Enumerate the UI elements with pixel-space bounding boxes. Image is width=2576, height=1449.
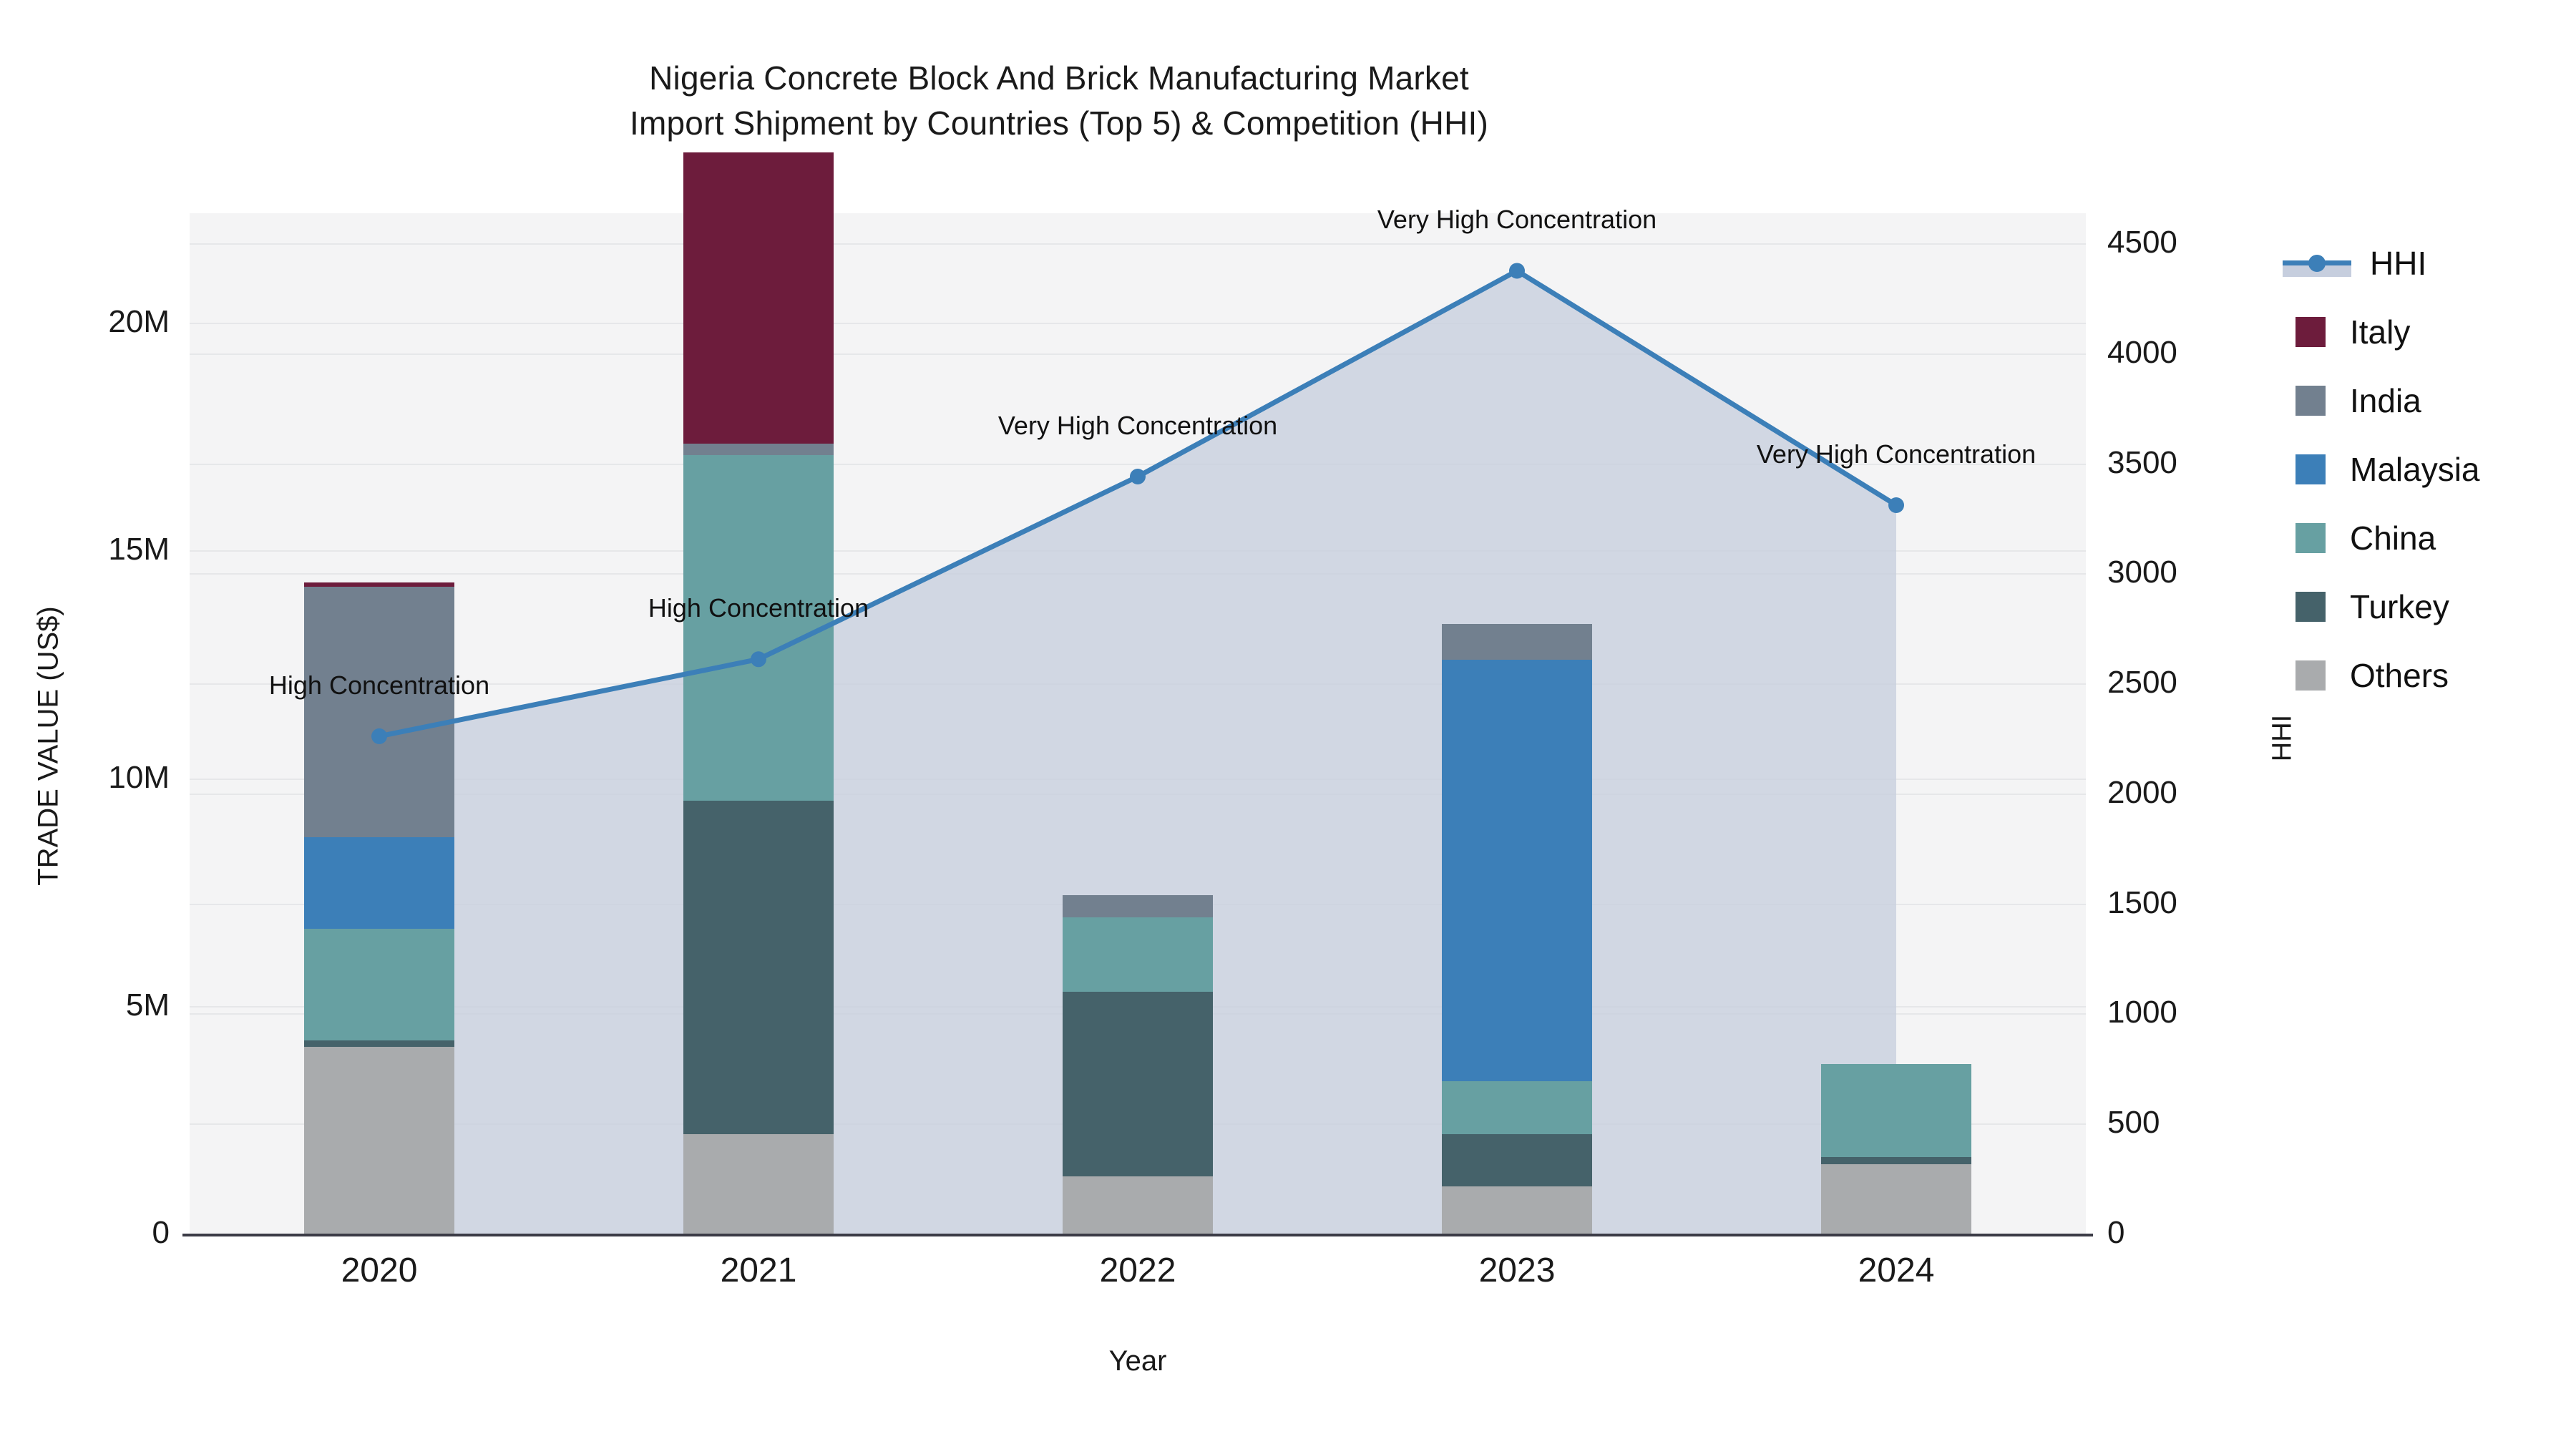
- bar-segment[interactable]: [683, 443, 834, 455]
- secondary-y-axis-tick-label: 1500: [2107, 884, 2177, 920]
- bar-segment[interactable]: [1821, 1164, 1971, 1234]
- y-axis-label: TRADE VALUE (US$): [32, 606, 64, 886]
- legend-item[interactable]: Malaysia: [2283, 435, 2569, 504]
- legend-item[interactable]: Others: [2283, 641, 2569, 710]
- x-axis-line: [182, 1234, 2093, 1236]
- legend-item[interactable]: China: [2283, 504, 2569, 572]
- hhi-annotation: Very High Concentration: [1756, 439, 2036, 469]
- legend-item-label: Others: [2350, 657, 2449, 694]
- legend-item-label: Turkey: [2350, 588, 2449, 625]
- legend-color-swatch: [2296, 592, 2326, 622]
- chart-title-line-1: Nigeria Concrete Block And Brick Manufac…: [649, 59, 1469, 97]
- bar-segment[interactable]: [683, 801, 834, 1134]
- legend-line-marker-icon: [2283, 248, 2351, 278]
- legend-item[interactable]: HHI: [2283, 229, 2569, 298]
- bar-group[interactable]: [304, 213, 454, 1234]
- bar-segment[interactable]: [304, 587, 454, 838]
- bar-segment[interactable]: [1442, 1133, 1592, 1187]
- bar-segment[interactable]: [1821, 1157, 1971, 1165]
- secondary-y-axis-tick-label: 3500: [2107, 444, 2177, 480]
- bar-segment[interactable]: [683, 152, 834, 444]
- hhi-annotation: Very High Concentration: [997, 411, 1278, 440]
- legend-item[interactable]: Turkey: [2283, 572, 2569, 641]
- bar-segment[interactable]: [683, 454, 834, 801]
- secondary-y-axis-tick-label: 1000: [2107, 995, 2177, 1030]
- bar-segment[interactable]: [1063, 917, 1213, 992]
- bar-segment[interactable]: [304, 837, 454, 929]
- x-axis-tick-label: 2021: [720, 1252, 797, 1289]
- legend-item-label: HHI: [2370, 245, 2427, 282]
- bar-segment[interactable]: [1821, 1064, 1971, 1158]
- secondary-y-axis-tick-label: 500: [2107, 1105, 2160, 1141]
- hhi-annotation: High Concentration: [648, 593, 869, 623]
- secondary-y-axis-tick-label: 4000: [2107, 334, 2177, 370]
- legend-item-label: Italy: [2350, 313, 2411, 351]
- bar-segment[interactable]: [683, 1133, 834, 1234]
- secondary-y-axis-tick-label: 4500: [2107, 225, 2177, 260]
- legend-color-swatch: [2296, 523, 2326, 553]
- legend-item-label: Malaysia: [2350, 451, 2480, 488]
- bar-segment[interactable]: [1063, 1176, 1213, 1234]
- bar-segment[interactable]: [1442, 623, 1592, 660]
- x-axis-tick-label: 2024: [1858, 1252, 1935, 1289]
- bar-group[interactable]: [683, 152, 834, 1234]
- secondary-y-axis-tick-label: 0: [2107, 1215, 2125, 1250]
- y-axis-tick-label: 15M: [108, 532, 170, 567]
- bar-segment[interactable]: [1442, 660, 1592, 1082]
- y-axis-tick-label: 0: [152, 1215, 170, 1250]
- x-axis-tick-label: 2023: [1478, 1252, 1556, 1289]
- secondary-y-axis-tick-label: 2500: [2107, 665, 2177, 701]
- bar-group[interactable]: [1442, 213, 1592, 1234]
- legend-color-swatch: [2296, 317, 2326, 347]
- legend-item[interactable]: India: [2283, 366, 2569, 435]
- legend-item-label: China: [2350, 519, 2436, 557]
- bar-segment[interactable]: [304, 1040, 454, 1048]
- bar-segment[interactable]: [304, 928, 454, 1040]
- legend-color-swatch: [2296, 454, 2326, 484]
- legend-color-swatch: [2296, 386, 2326, 416]
- secondary-y-axis-tick-label: 2000: [2107, 774, 2177, 810]
- chart-title-line-2: Import Shipment by Countries (Top 5) & C…: [630, 104, 1488, 142]
- legend-item[interactable]: Italy: [2283, 298, 2569, 366]
- legend-item-label: India: [2350, 382, 2421, 419]
- bar-segment[interactable]: [1442, 1186, 1592, 1234]
- bar-segment[interactable]: [1063, 894, 1213, 918]
- x-axis-tick-label: 2020: [341, 1252, 418, 1289]
- y-axis-tick-label: 10M: [108, 759, 170, 795]
- y-axis-tick-label: 20M: [108, 304, 170, 340]
- secondary-y-axis-tick-label: 3000: [2107, 555, 2177, 590]
- hhi-annotation: High Concentration: [268, 670, 490, 700]
- bar-group[interactable]: [1063, 213, 1213, 1234]
- x-axis-tick-label: 2022: [1099, 1252, 1176, 1289]
- bar-group[interactable]: [1821, 213, 1971, 1234]
- x-axis-label: Year: [1108, 1345, 1167, 1377]
- bar-segment[interactable]: [1442, 1081, 1592, 1134]
- chart-title: Nigeria Concrete Block And Brick Manufac…: [0, 56, 2118, 147]
- hhi-annotation: Very High Concentration: [1377, 205, 1657, 235]
- legend-color-swatch: [2296, 660, 2326, 691]
- bar-segment[interactable]: [1063, 992, 1213, 1177]
- gridline: [190, 243, 2086, 245]
- bar-segment[interactable]: [304, 582, 454, 587]
- bar-segment[interactable]: [304, 1047, 454, 1234]
- y-axis-tick-label: 5M: [125, 987, 170, 1023]
